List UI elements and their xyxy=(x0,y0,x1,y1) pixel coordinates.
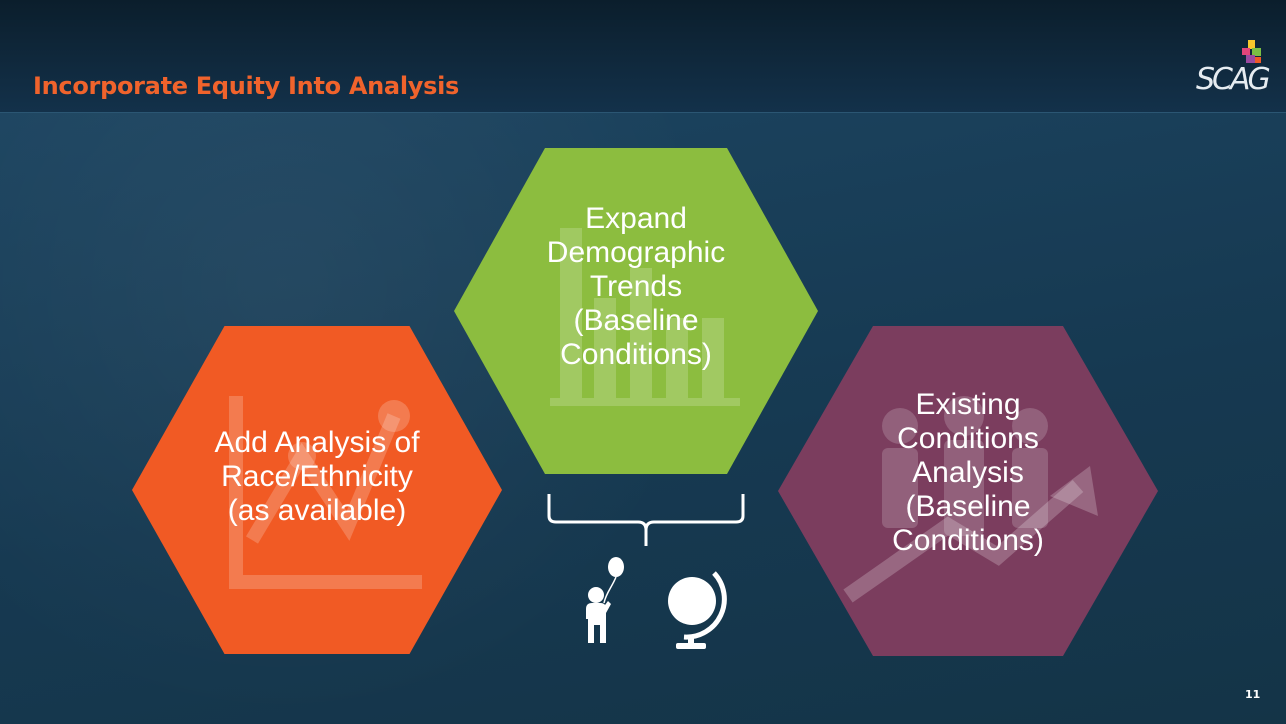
slide-title: Incorporate Equity Into Analysis xyxy=(33,72,459,100)
child-balloon-icon xyxy=(586,557,624,643)
globe-icon xyxy=(668,571,727,649)
hexagon-demographic-trends: Expand Demographic Trends (Baseline Cond… xyxy=(454,148,818,474)
slide-header: Incorporate Equity Into Analysis SCAG xyxy=(0,0,1286,113)
logo-mark-icon xyxy=(1242,40,1261,63)
page-number: 11 xyxy=(1245,688,1261,701)
curly-brace-icon xyxy=(547,494,745,546)
people-growth-icon xyxy=(843,396,1098,603)
bar-chart-icon xyxy=(550,228,740,406)
hexagon-race-ethnicity: Add Analysis of Race/Ethnicity (as avail… xyxy=(132,326,502,654)
hexagon-label: Add Analysis of Race/Ethnicity (as avail… xyxy=(214,426,420,527)
hexagon-label: Existing Conditions Analysis (Baseline C… xyxy=(892,388,1044,557)
scag-logo: SCAG xyxy=(1196,40,1271,100)
hexagon-label: Expand Demographic Trends (Baseline Cond… xyxy=(546,202,726,371)
logo-text: SCAG xyxy=(1196,62,1271,97)
line-chart-icon xyxy=(229,396,422,589)
